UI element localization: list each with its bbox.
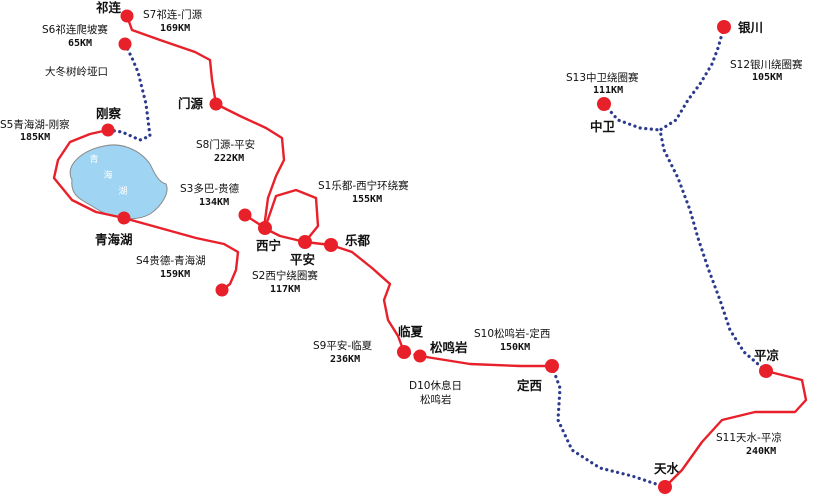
- marker-dingxi: [545, 359, 559, 373]
- city-label-tianshui: 天水: [654, 461, 680, 476]
- route-pingan-linxia: [303, 240, 406, 354]
- marker-zhongwei: [597, 97, 611, 111]
- stage-distance-s13: 111KM: [593, 85, 623, 96]
- stage-distance-s12: 105KM: [752, 72, 782, 83]
- city-label-pingan: 平安: [290, 252, 315, 267]
- stage-distance-s3: 134KM: [199, 197, 229, 208]
- route-qilian-menyuan-pingan: [125, 14, 307, 244]
- city-label-xining: 西宁: [256, 238, 281, 253]
- stage-distance-s10: 150KM: [500, 342, 530, 353]
- stage-label-s8: S8门源-平安: [196, 138, 255, 151]
- stage-distance-s5: 185KM: [20, 132, 50, 143]
- stage-distance-s6: 65KM: [68, 38, 92, 49]
- city-label-yinchuan: 银川: [738, 20, 763, 35]
- marker-menyuan: [209, 97, 223, 111]
- lake-label-char-2: 海: [103, 169, 112, 181]
- marker-linxia: [397, 345, 411, 359]
- qinghai-lake: [69, 144, 168, 220]
- stage-label-s5: S5青海湖-刚察: [0, 118, 70, 131]
- stage-label-s6: S6祁连爬坡赛: [42, 23, 108, 36]
- stage-label-s10: S10松鸣岩-定西: [474, 327, 550, 340]
- marker-yinchuan: [717, 20, 731, 34]
- stage-label-s3: S3多巴-贵德: [180, 182, 240, 195]
- pass-label: 大冬树岭垭口: [45, 65, 108, 78]
- marker-guide: [215, 283, 229, 297]
- stage-label-s12: S12银川绕圈赛: [730, 58, 803, 71]
- marker-tianshui: [658, 480, 672, 494]
- city-label-dingxi: 定西: [516, 378, 542, 393]
- marker-qilian: [120, 9, 134, 23]
- marker-songmingyan: [413, 349, 427, 363]
- transfer-pingliang-yinchuan: [658, 25, 768, 373]
- marker-pingliang: [759, 364, 773, 378]
- city-label-qinghaihu: 青海湖: [95, 232, 133, 247]
- city-label-pingliang: 平凉: [754, 348, 780, 363]
- city-label-songmingyan: 松鸣岩: [430, 340, 468, 355]
- stage-distance-s9: 236KM: [330, 354, 360, 365]
- stage-distance-s1: 155KM: [352, 194, 382, 205]
- transfer-dingxi-tianshui: [550, 364, 667, 489]
- route-tianshui-pingliang: [663, 369, 808, 489]
- marker-duoba: [238, 208, 252, 222]
- stage-distance-s2: 117KM: [270, 284, 300, 295]
- rest-day-label: D10休息日: [409, 379, 462, 392]
- city-label-linxia: 临夏: [398, 324, 424, 339]
- stage-distance-s7: 169KM: [160, 23, 190, 34]
- transfer-qilian-gangcha: [106, 42, 152, 142]
- city-label-zhongwei: 中卫: [590, 119, 616, 134]
- lake-label-char-3: 湖: [118, 186, 127, 197]
- marker-qinghaihu: [117, 211, 131, 225]
- marker-xining: [258, 221, 272, 235]
- route-songmingyan-dingxi: [418, 354, 554, 368]
- stage-label-s2: S2西宁绕圈赛: [252, 269, 318, 282]
- city-label-ledu: 乐都: [345, 233, 371, 248]
- stage-distance-s11: 240KM: [746, 446, 776, 457]
- marker-ledu: [324, 238, 338, 252]
- rest-day-place: 松鸣岩: [420, 393, 452, 406]
- marker-pingan: [298, 235, 312, 249]
- stage-label-s13: S13中卫绕圈赛: [566, 71, 639, 84]
- stage-distance-s4: 159KM: [160, 269, 190, 280]
- city-label-menyuan: 门源: [178, 96, 204, 111]
- stage-label-s7: S7祁连-门源: [143, 8, 203, 21]
- stage-label-s1: S1乐都-西宁环绕赛: [318, 179, 409, 192]
- stage-distance-s8: 222KM: [214, 153, 244, 164]
- stage-label-s4: S4贵德-青海湖: [136, 254, 206, 267]
- marker-qilian-climb: [118, 37, 132, 51]
- stage-label-s9: S9平安-临夏: [313, 339, 373, 352]
- city-label-qilian: 祁连: [96, 0, 122, 15]
- route-xining-loop: [263, 188, 320, 244]
- lake-label-char-1: 青: [89, 153, 98, 165]
- stage-label-s11: S11天水-平凉: [716, 431, 782, 444]
- transfer-zhongwei-loop: [602, 102, 662, 132]
- marker-gangcha: [101, 123, 115, 137]
- city-label-gangcha: 刚察: [96, 106, 122, 121]
